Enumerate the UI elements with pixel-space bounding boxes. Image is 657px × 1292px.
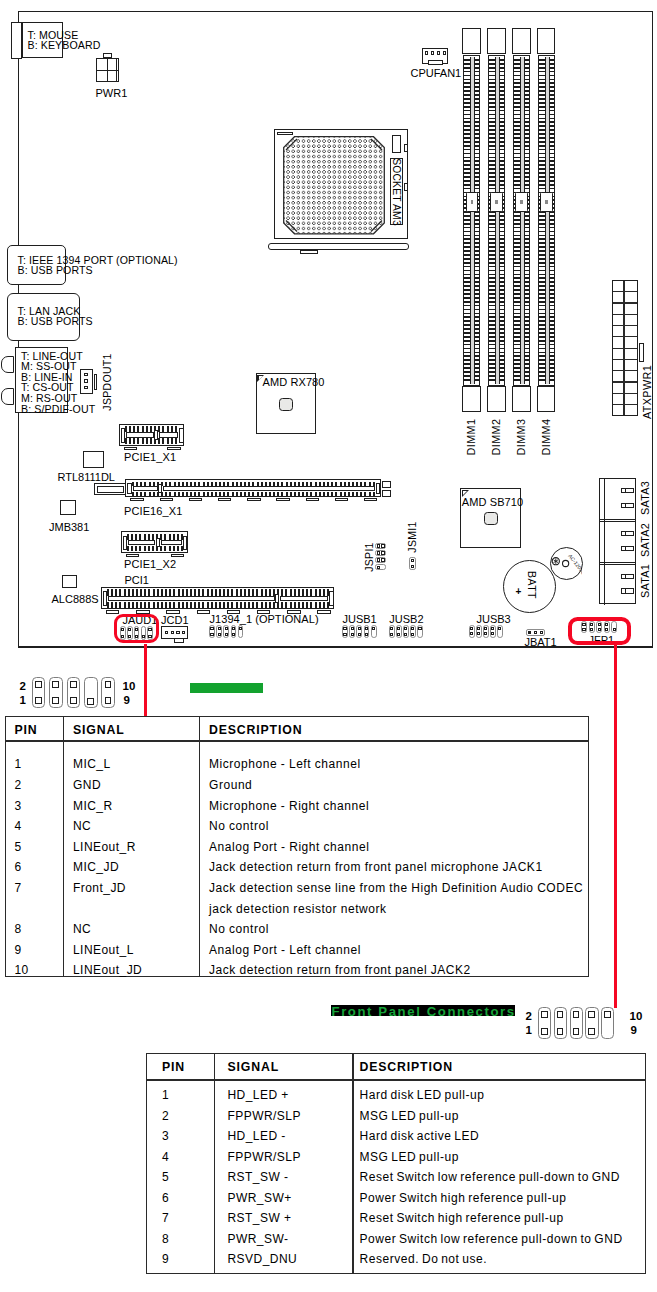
- svg-text:AC-1205G: AC-1205G: [567, 553, 582, 576]
